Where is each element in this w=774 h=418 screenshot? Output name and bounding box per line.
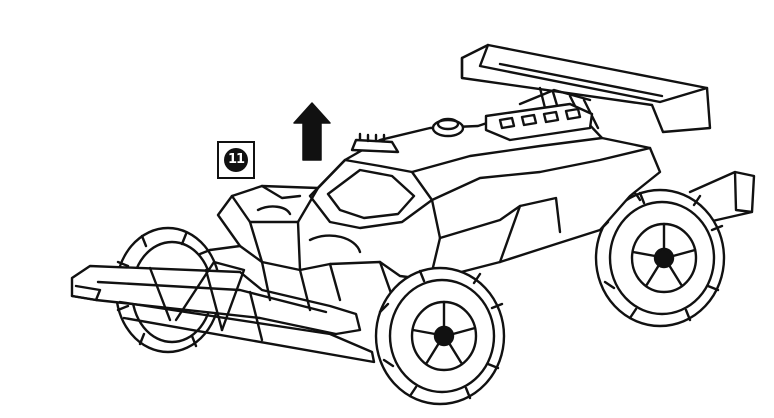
up-arrow-icon	[293, 102, 331, 161]
roof-detail	[350, 88, 594, 154]
step-number: 11	[224, 148, 248, 172]
front-wheel	[374, 266, 506, 406]
step-callout: 11	[217, 141, 255, 179]
rear-wing	[460, 43, 712, 134]
body-shell	[216, 110, 662, 282]
front-bumper	[70, 260, 376, 364]
rear-wheel	[594, 188, 726, 328]
rear-bumper	[688, 170, 756, 224]
